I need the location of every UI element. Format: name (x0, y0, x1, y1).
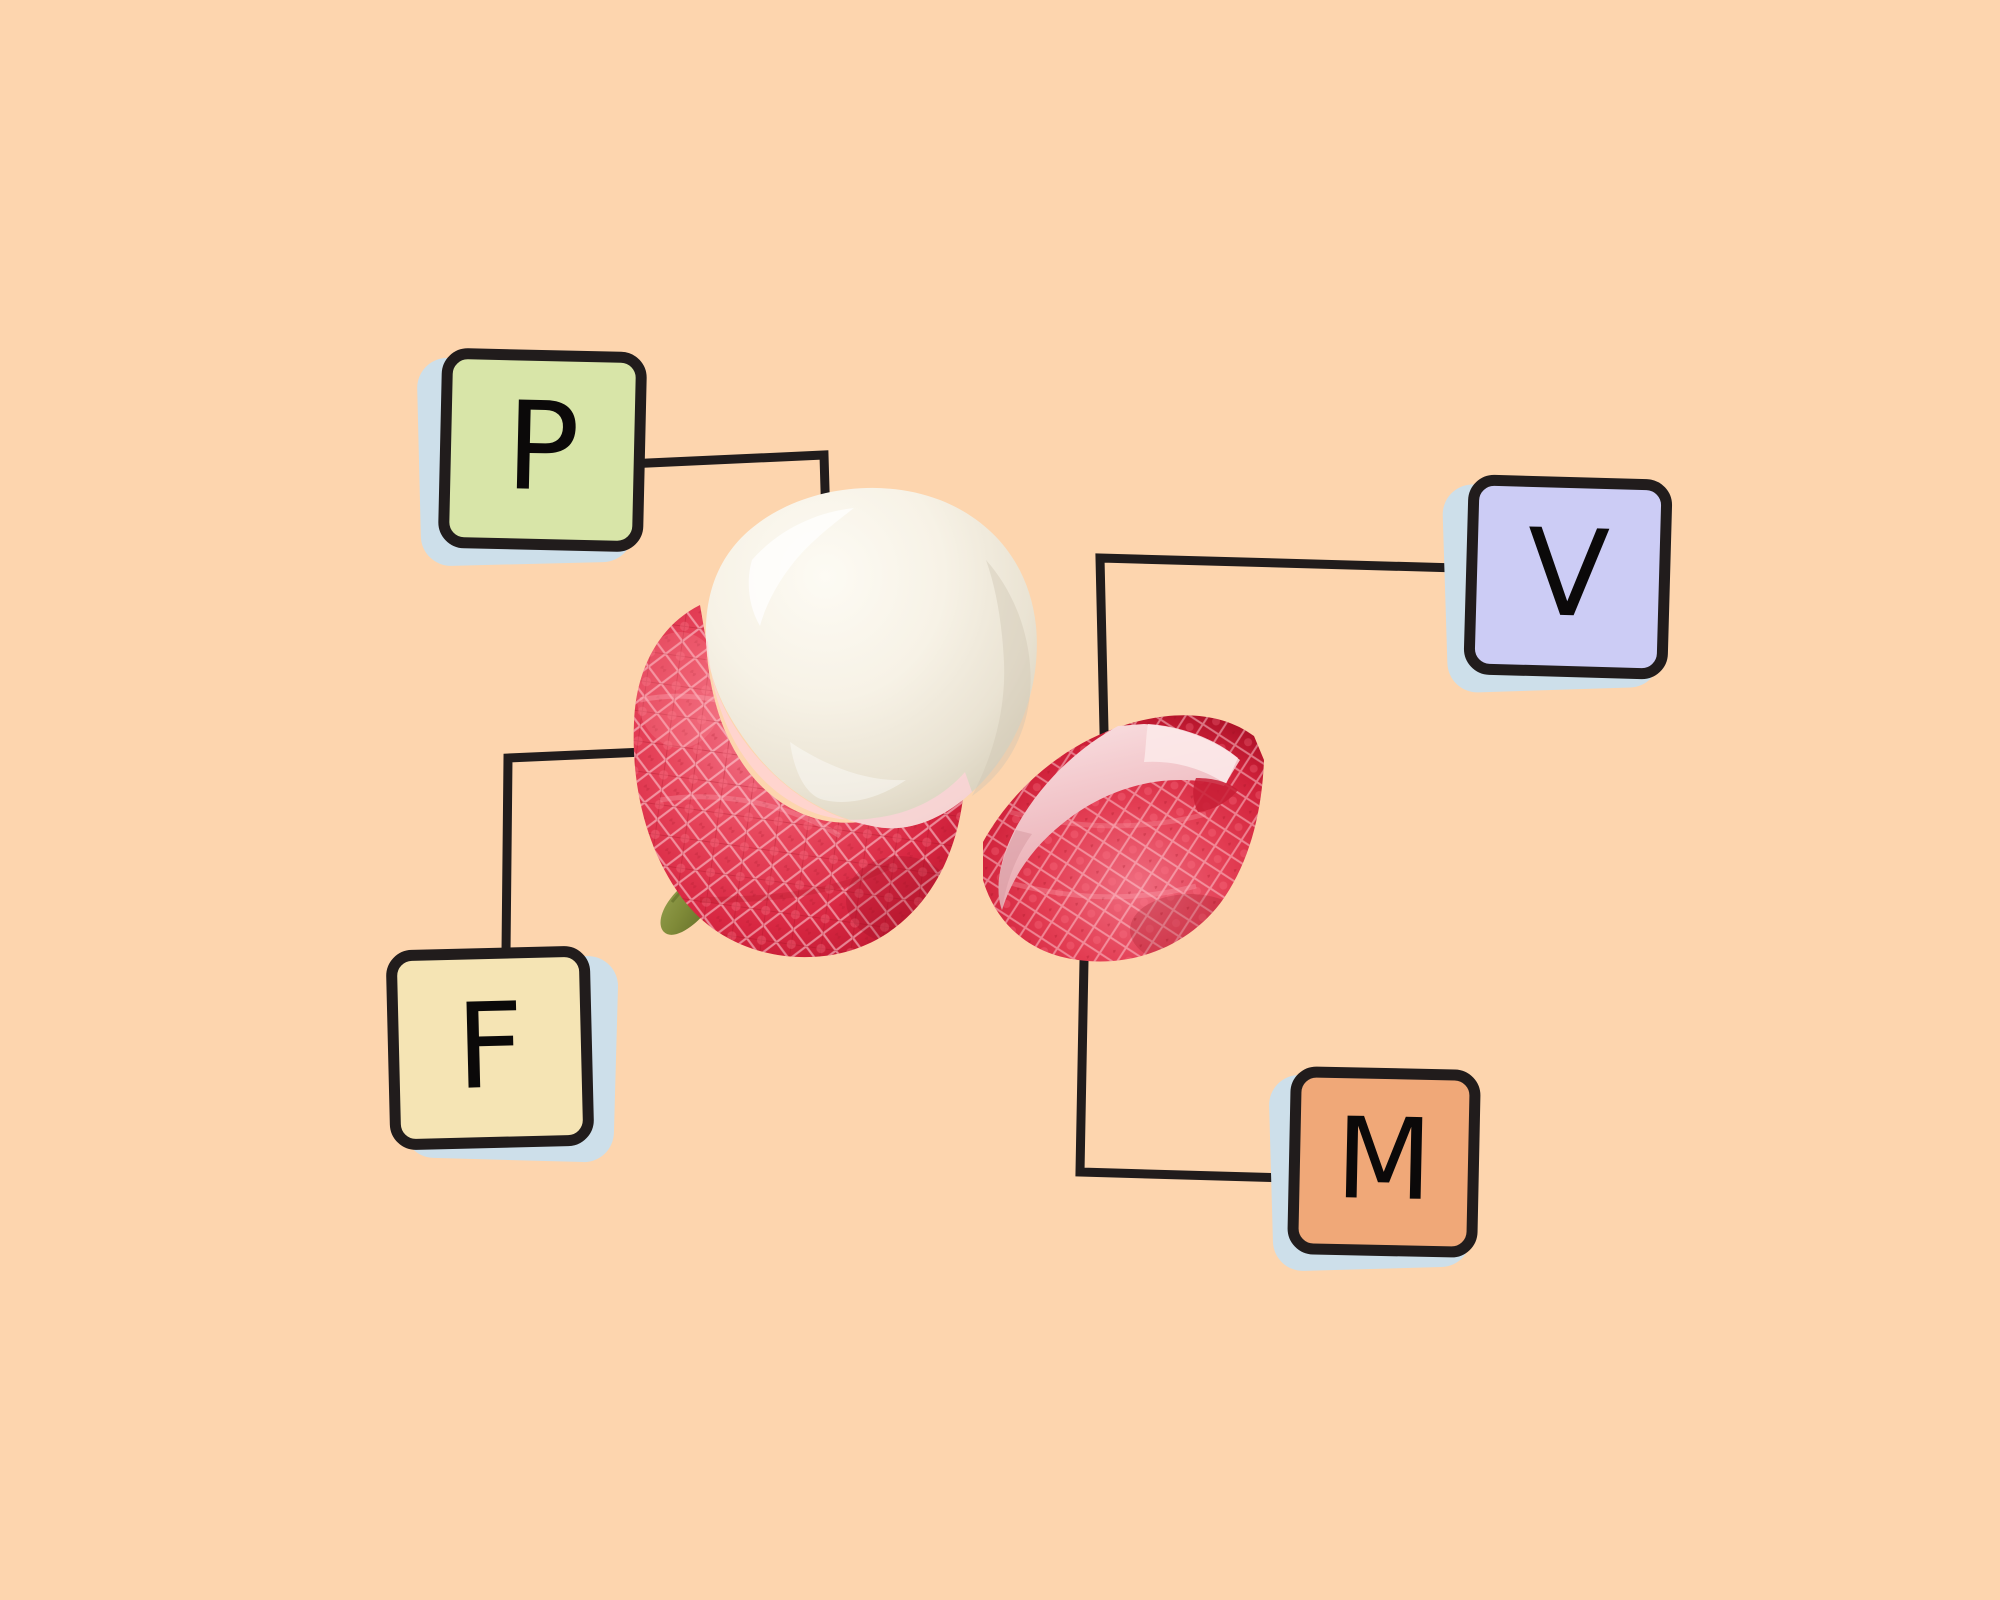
label-card-f[interactable]: F (385, 945, 619, 1163)
card-letter-f: F (454, 976, 526, 1116)
card-letter-m: M (1334, 1094, 1434, 1226)
card-letter-v: V (1525, 503, 1612, 646)
lychee-shell-inner-rim (1144, 724, 1238, 784)
lychee-stem (660, 863, 742, 935)
connector-line-m (1075, 903, 1292, 1183)
lychee-whole-fruit (633, 487, 1037, 958)
label-card-p[interactable]: P (416, 347, 648, 567)
card-face-f[interactable]: F (385, 945, 595, 1151)
label-card-m[interactable]: M (1268, 1066, 1485, 1272)
lychee-flesh (705, 487, 1037, 829)
lychee-shell-piece (983, 715, 1264, 962)
connector-line-f (501, 747, 650, 957)
lychee-shell-inner (998, 724, 1240, 910)
lychee-shell-inner-shade (998, 830, 1032, 910)
connector-line-p (643, 450, 833, 597)
lychee-shell-inner-notch (1193, 778, 1238, 812)
lychee-skin-texture (633, 605, 965, 958)
connector-line-v (1095, 553, 1463, 735)
lychee-flesh-highlight (748, 508, 854, 626)
card-face-v[interactable]: V (1463, 474, 1673, 680)
lychee-flesh-sheen (790, 742, 906, 802)
lychee-skin (633, 605, 965, 958)
card-face-m[interactable]: M (1287, 1066, 1481, 1258)
card-letter-p: P (504, 375, 581, 519)
lychee-flesh-shade (972, 560, 1031, 796)
lychee-skin-edge (706, 640, 972, 829)
subject-description: Peeled lychee fruit with white transluce… (0, 0, 1, 1)
label-card-v[interactable]: V (1441, 474, 1674, 694)
card-face-p[interactable]: P (437, 347, 648, 553)
